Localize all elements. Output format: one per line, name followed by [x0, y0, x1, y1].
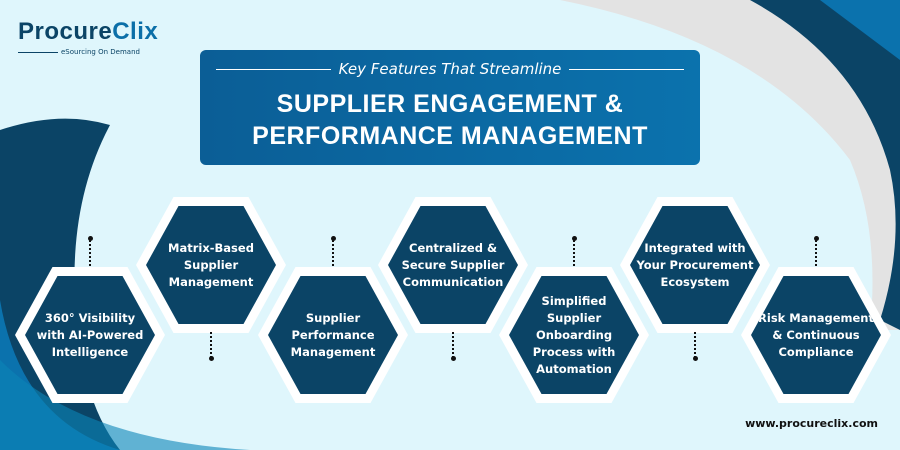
- divider: [569, 68, 685, 70]
- connector-dot: [693, 356, 698, 361]
- logo-text: Procure: [18, 18, 113, 45]
- feature-label: Supplier Performance Management: [268, 276, 398, 394]
- title-line-1: SUPPLIER ENGAGEMENT &: [276, 90, 624, 118]
- divider: [215, 68, 331, 70]
- connector-dot: [451, 356, 456, 361]
- procureclix-logo[interactable]: ProcureClix eSourcing On Demand: [18, 18, 158, 56]
- feature-label: 360° Visibility with AI-Powered Intellig…: [25, 276, 155, 394]
- connector-dot: [209, 356, 214, 361]
- feature-label: Centralized & Secure Supplier Communicat…: [388, 206, 518, 324]
- logo-text-accent: Clix: [112, 18, 159, 45]
- feature-label: Matrix-Based Supplier Management: [146, 206, 276, 324]
- subtitle: Key Features That Streamline: [338, 60, 562, 78]
- connector-line: [332, 240, 334, 266]
- connector-dot: [331, 236, 336, 241]
- connector-dot: [88, 236, 93, 241]
- logo-tagline: eSourcing On Demand: [18, 48, 158, 56]
- connector-line: [694, 332, 696, 358]
- title-banner: Key Features That Streamline SUPPLIER EN…: [200, 50, 700, 165]
- feature-label: Integrated with Your Procurement Ecosyst…: [630, 206, 760, 324]
- connector-dot: [814, 236, 819, 241]
- website-link[interactable]: www.procureclix.com: [745, 417, 878, 430]
- connector-line: [452, 332, 454, 358]
- connector-dot: [572, 236, 577, 241]
- page-title: SUPPLIER ENGAGEMENT & PERFORMANCE MANAGEM…: [200, 88, 700, 152]
- feature-label: Risk Management & Continuous Compliance: [751, 276, 881, 394]
- title-line-2: PERFORMANCE MANAGEMENT: [252, 122, 648, 150]
- connector-line: [815, 240, 817, 266]
- connector-line: [210, 332, 212, 358]
- connector-line: [573, 240, 575, 266]
- connector-line: [89, 240, 91, 266]
- feature-label: Simplified Supplier Onboarding Process w…: [509, 276, 639, 394]
